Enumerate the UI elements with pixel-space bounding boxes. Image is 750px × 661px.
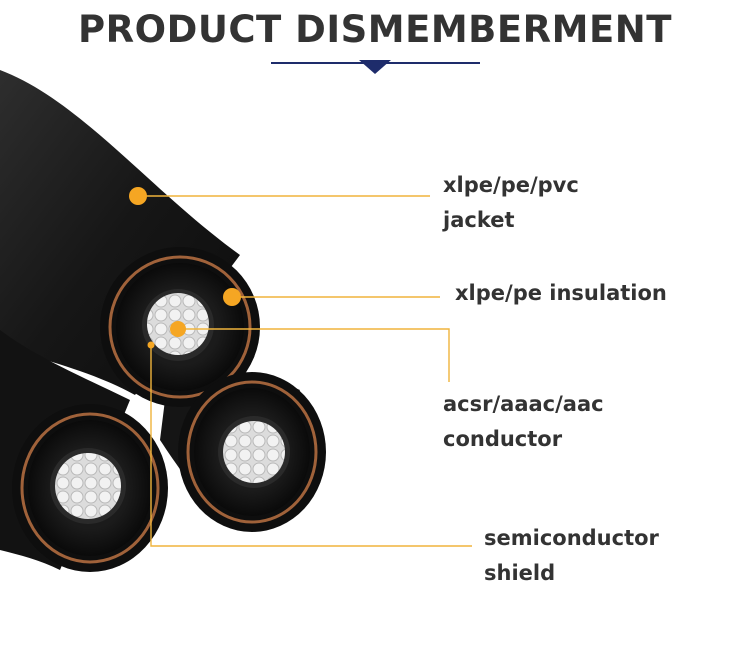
- callout-insulation-label: xlpe/pe insulation: [455, 276, 667, 311]
- leader-line-shield: [150, 345, 472, 547]
- callout-shield-line-1: semiconductor: [484, 526, 659, 550]
- shield-marker-dot: [147, 341, 155, 349]
- leader-lines: [138, 195, 472, 547]
- callout-shield-label: semiconductor shield: [484, 521, 659, 591]
- lower-left-cable-end: [12, 404, 168, 572]
- insulation-marker-dot: [223, 288, 241, 306]
- callout-conductor-line-2: conductor: [443, 427, 563, 451]
- title-down-arrow-icon: [359, 60, 391, 74]
- conductor-marker-dot: [170, 321, 186, 337]
- leader-line-conductor: [178, 328, 450, 382]
- callout-jacket-label: xlpe/pe/pvc jacket: [443, 168, 579, 238]
- callout-jacket-line-1: xlpe/pe/pvc: [443, 173, 579, 197]
- callout-conductor-line-1: acsr/aaac/aac: [443, 392, 604, 416]
- lower-right-cable-end: [178, 372, 326, 532]
- page-title: PRODUCT DISMEMBERMENT: [78, 8, 672, 51]
- callout-conductor-label: acsr/aaac/aac conductor: [443, 387, 604, 457]
- jacket-marker-dot: [129, 187, 147, 205]
- callout-jacket-line-2: jacket: [443, 208, 515, 232]
- callout-insulation-line-1: xlpe/pe insulation: [455, 281, 667, 305]
- callout-shield-line-2: shield: [484, 561, 556, 585]
